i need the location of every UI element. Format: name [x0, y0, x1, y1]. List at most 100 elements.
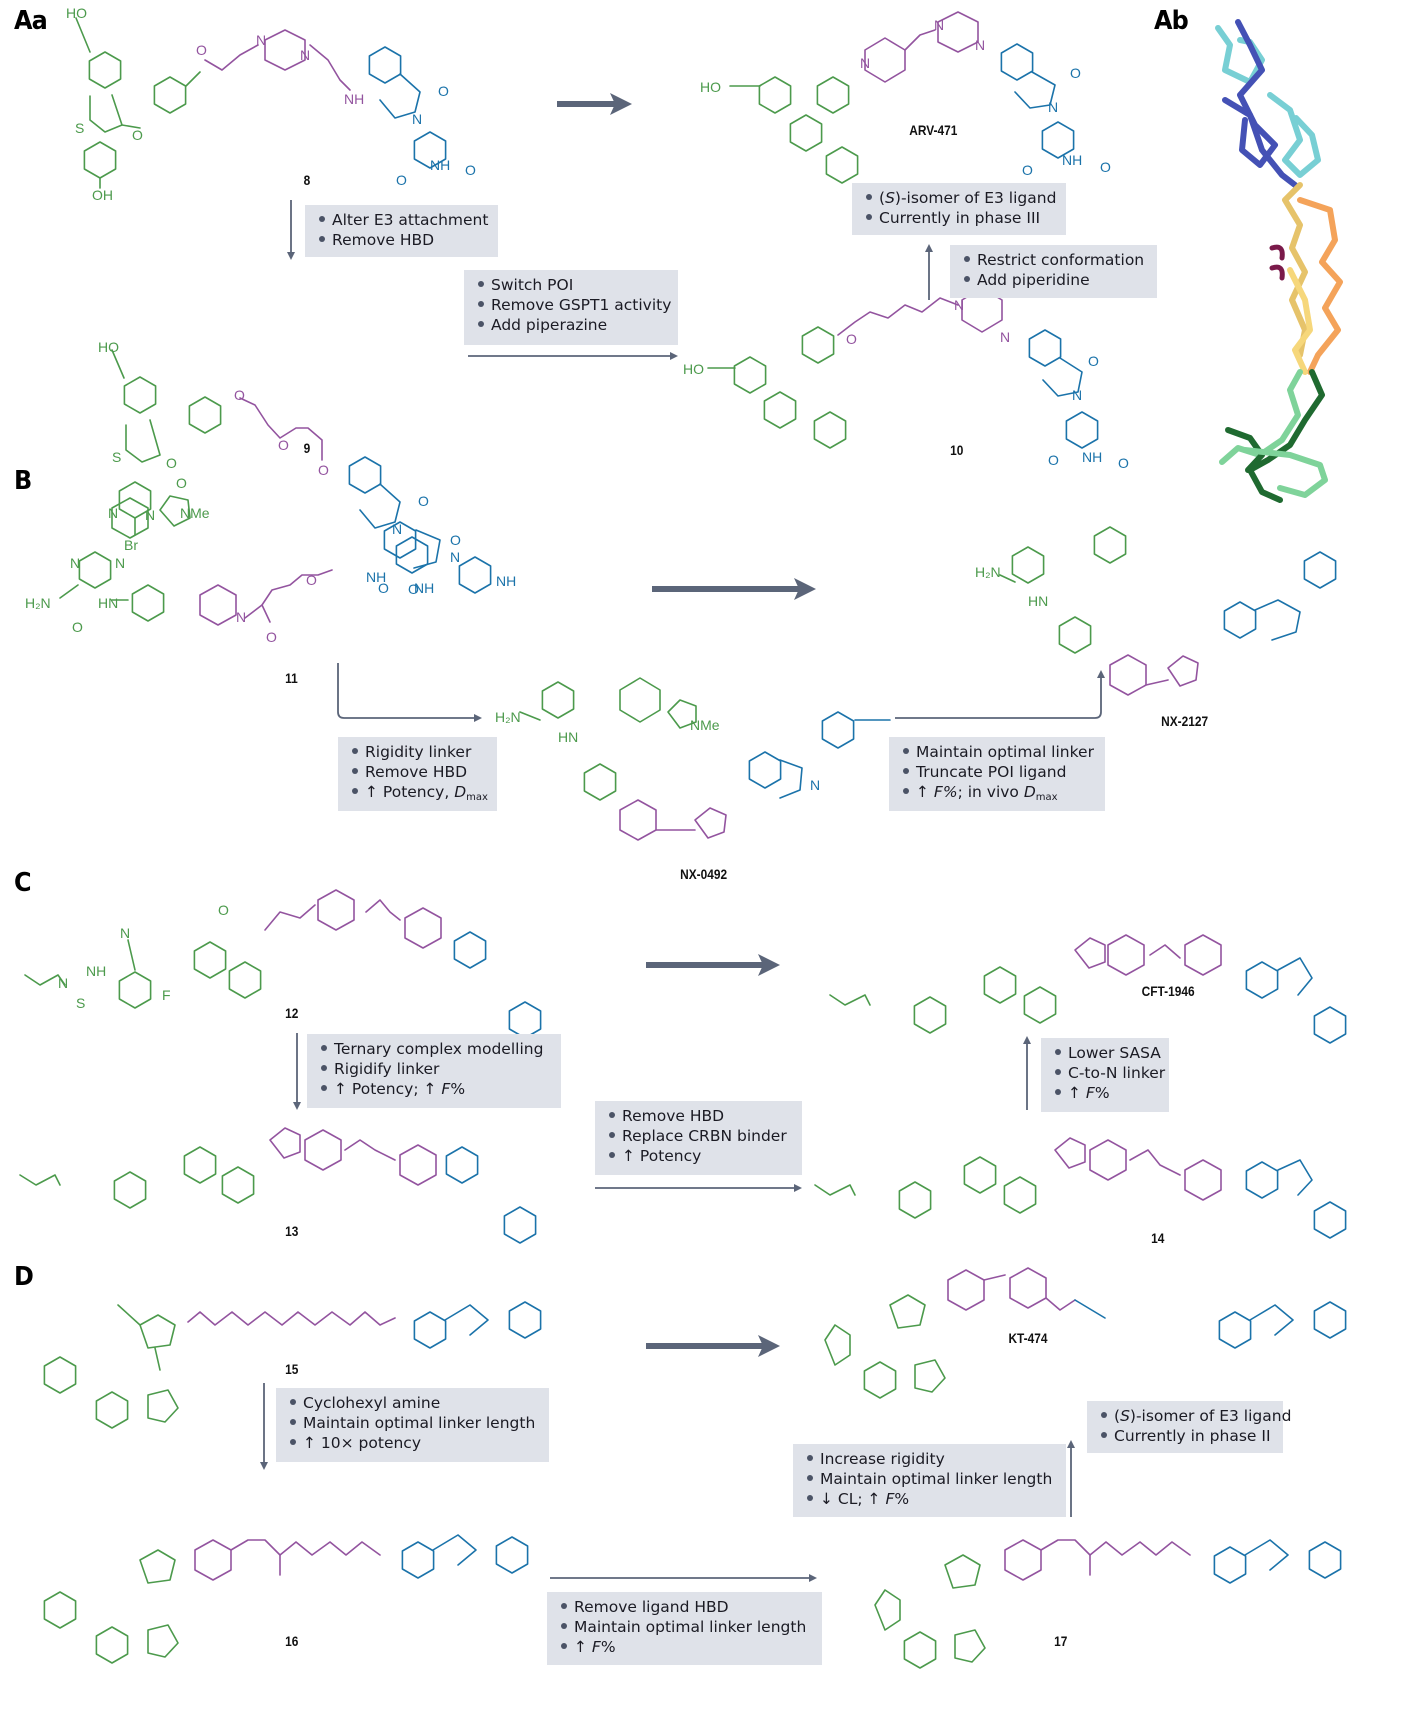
atom-n: N: [108, 505, 118, 521]
poi-ligand-13: [19, 1146, 255, 1209]
note-item: ↑ Potency, Dmax: [352, 782, 488, 808]
compound-label-arv-471: ARV-471: [909, 122, 958, 138]
e3-ligand-kt-474: [1074, 1299, 1347, 1349]
bullet-icon: [1101, 1432, 1107, 1438]
arrows: [260, 93, 1105, 1582]
atom-o: O: [234, 387, 245, 403]
atom-br: Br: [124, 537, 138, 553]
note-17-to-kt-474-status: (S)-isomer of E3 ligand Currently in pha…: [1087, 1401, 1291, 1453]
bullet-icon: [290, 1439, 296, 1445]
atom-h2n: H₂N: [495, 709, 521, 725]
atom-h2n: H₂N: [25, 595, 51, 611]
e3-ligand-12: [453, 931, 542, 1039]
note-item: Remove HBD: [319, 230, 488, 250]
note-item: Maintain optimal linker length: [561, 1617, 812, 1637]
bullet-icon: [321, 1085, 327, 1091]
note-item: ↓ CL; ↑ F%: [807, 1489, 1056, 1509]
atom-o: O: [196, 42, 207, 58]
atom-s: S: [112, 449, 121, 465]
bullet-icon: [319, 216, 325, 222]
note-10-to-arv-471-status: (S)-isomer of E3 ligand Currently in pha…: [852, 183, 1066, 235]
bullet-icon: [609, 1132, 615, 1138]
note-item: Rigidify linker: [321, 1059, 551, 1079]
bullet-icon: [609, 1152, 615, 1158]
note-14-to-cft-1946: Lower SASA C-to-N linker ↑ F%: [1041, 1038, 1169, 1112]
compound-label-11: 11: [285, 670, 298, 686]
atom-nh: NH: [344, 91, 364, 107]
panel-label-d: D: [14, 1262, 34, 1292]
atom-h2n: H₂N: [975, 564, 1001, 580]
atom-f: F: [162, 987, 171, 1003]
panel-label-c: C: [14, 868, 32, 898]
note-item: Cyclohexyl amine: [290, 1393, 539, 1413]
e3-ligand-nx-2127: [1223, 551, 1337, 641]
e3-ligand-8: [368, 46, 447, 169]
note-item: Alter E3 attachment: [319, 210, 488, 230]
poi-ligand-kt-474: [824, 1294, 946, 1399]
note-item: Currently in phase III: [866, 208, 1056, 228]
note-item: Currently in phase II: [1101, 1426, 1273, 1446]
atom-o: O: [408, 581, 419, 597]
compound-label-cft-1946: CFT-1946: [1141, 983, 1195, 999]
atom-o: O: [1070, 65, 1081, 81]
linker-12: [264, 889, 442, 949]
bullet-icon: [964, 276, 970, 282]
atom-n: N: [975, 37, 985, 53]
note-item: Ternary complex modelling: [321, 1039, 551, 1059]
linker-16: [194, 1539, 381, 1581]
compound-label-17: 17: [1054, 1633, 1068, 1649]
e3-ligand-11: [383, 521, 492, 594]
note-11-to-nx-0492: Rigidity linker Remove HBD ↑ Potency, Dm…: [338, 737, 497, 811]
atom-nh: NH: [366, 569, 386, 585]
bullet-icon: [352, 788, 358, 794]
atom-n: N: [120, 925, 130, 941]
compound-cft-1946-structure: [829, 934, 1347, 1044]
bullet-icon: [290, 1399, 296, 1405]
poi-ligand-cft-1946: [829, 966, 1057, 1034]
atom-n: N: [145, 507, 155, 523]
bullet-icon: [290, 1419, 296, 1425]
panel-label-aa: Aa: [14, 6, 48, 36]
atom-o: O: [1118, 455, 1129, 471]
atom-n: N: [300, 47, 310, 63]
bullet-icon: [866, 214, 872, 220]
atom-ho: HO: [700, 79, 721, 95]
bullet-icon: [478, 321, 484, 327]
note-item: ↑ F%: [561, 1637, 812, 1657]
atom-n: N: [392, 521, 402, 537]
atom-o: O: [176, 475, 187, 491]
note-item: Maintain optimal linker length: [807, 1469, 1056, 1489]
atom-n: N: [810, 777, 820, 793]
atom-oh: OH: [92, 187, 113, 203]
compound-8-structure: HO OH S O O N N NH O N O NH O: [66, 5, 476, 203]
linker-13: [269, 1127, 437, 1186]
atom-o: O: [278, 437, 289, 453]
panel-label-b: B: [14, 466, 32, 496]
compound-label-14: 14: [1151, 1230, 1165, 1246]
poi-ligand-arv-471: [729, 76, 859, 184]
compound-14-structure: [814, 1137, 1347, 1239]
bullet-icon: [321, 1045, 327, 1051]
bullet-icon: [609, 1112, 615, 1118]
note-item: Increase rigidity: [807, 1449, 1056, 1469]
note-item: ↑ 10× potency: [290, 1433, 539, 1453]
note-13-to-14: Remove HBD Replace CRBN binder ↑ Potency: [595, 1101, 802, 1175]
compound-11-structure: N NMe O N N N H₂N O HN N O O NH N O O NH: [25, 475, 516, 645]
note-item: Maintain optimal linker length: [290, 1413, 539, 1433]
note-item: Maintain optimal linker: [903, 742, 1095, 762]
atom-o: O: [1048, 452, 1059, 468]
note-item: (S)-isomer of E3 ligand: [866, 188, 1056, 208]
bullet-icon: [807, 1495, 813, 1501]
note-item: Add piperidine: [964, 270, 1147, 290]
atom-n: N: [236, 609, 246, 625]
compound-label-9: 9: [303, 440, 311, 456]
note-item: Replace CRBN binder: [609, 1126, 792, 1146]
atom-o: O: [418, 493, 429, 509]
note-10-to-arv-471-changes: Restrict conformation Add piperidine: [950, 245, 1157, 298]
linker-15: [187, 1311, 396, 1326]
poi-ligand-15: [43, 1304, 179, 1429]
poi-ligand-16: [43, 1549, 179, 1664]
compound-arv-471-structure: HO N N N O N O NH O: [700, 11, 1111, 184]
bullet-icon: [807, 1475, 813, 1481]
poi-ligand-12: [24, 939, 262, 1009]
